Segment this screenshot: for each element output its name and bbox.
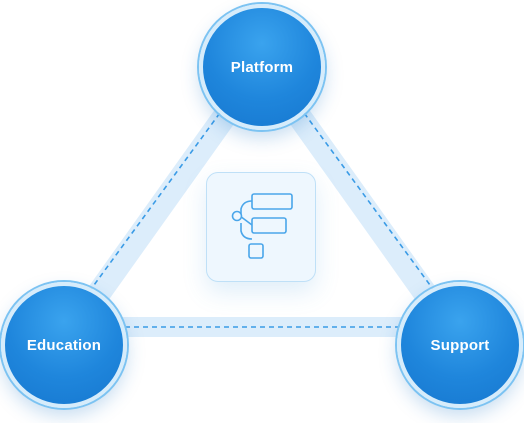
node-support-label: Support xyxy=(430,336,490,354)
dash-platform-education xyxy=(85,105,226,297)
node-education: Education xyxy=(1,282,127,408)
hierarchy-tree-icon xyxy=(231,193,293,259)
node-support: Support xyxy=(397,282,523,408)
node-platform: Platform xyxy=(199,4,325,130)
node-platform-label: Platform xyxy=(230,58,294,76)
dash-platform-support xyxy=(298,105,439,297)
center-card xyxy=(206,172,316,282)
node-education-label: Education xyxy=(26,336,102,354)
